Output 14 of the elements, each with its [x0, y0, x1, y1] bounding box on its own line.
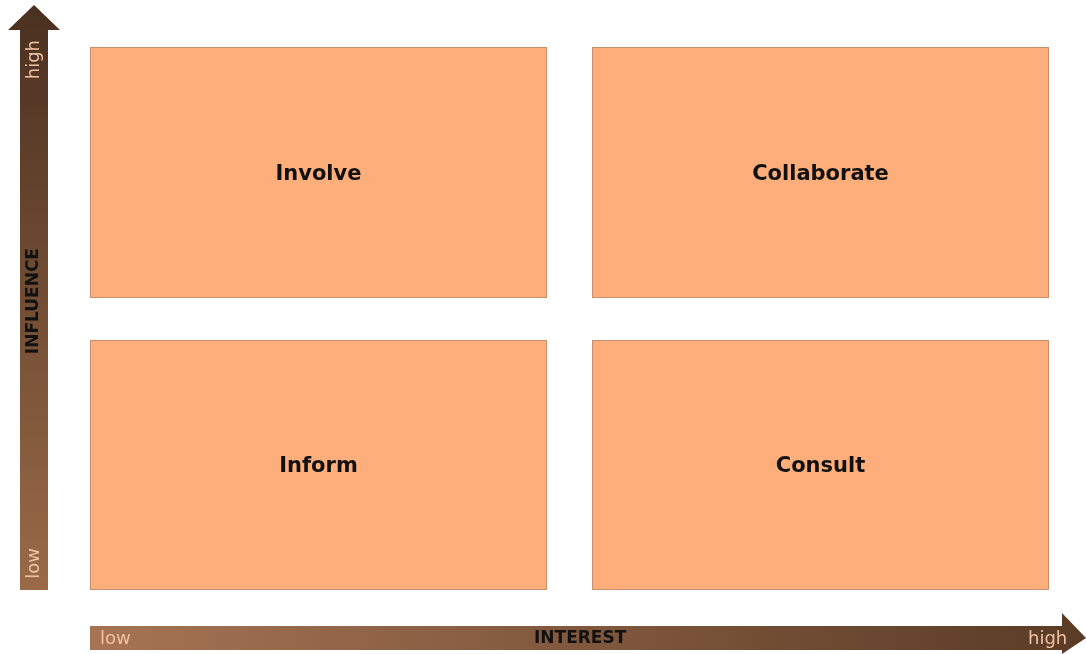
- quadrant-label: Collaborate: [752, 160, 889, 185]
- quadrant-label: Inform: [279, 453, 358, 477]
- axis-end-label: high: [24, 40, 42, 80]
- quadrant-label: Involve: [275, 160, 362, 185]
- axis-end-label: low: [100, 629, 131, 647]
- axis-title: INTEREST: [534, 629, 627, 646]
- quadrant-box: [592, 47, 1049, 298]
- axis-title: INFLUENCE: [24, 248, 41, 355]
- axis-end-label: high: [1028, 629, 1068, 647]
- axis-end-label: low: [24, 548, 42, 579]
- quadrant-box: [90, 340, 547, 590]
- quadrant-label: Consult: [775, 453, 866, 477]
- quadrant-box: [90, 47, 547, 298]
- quadrant-box: [592, 340, 1049, 590]
